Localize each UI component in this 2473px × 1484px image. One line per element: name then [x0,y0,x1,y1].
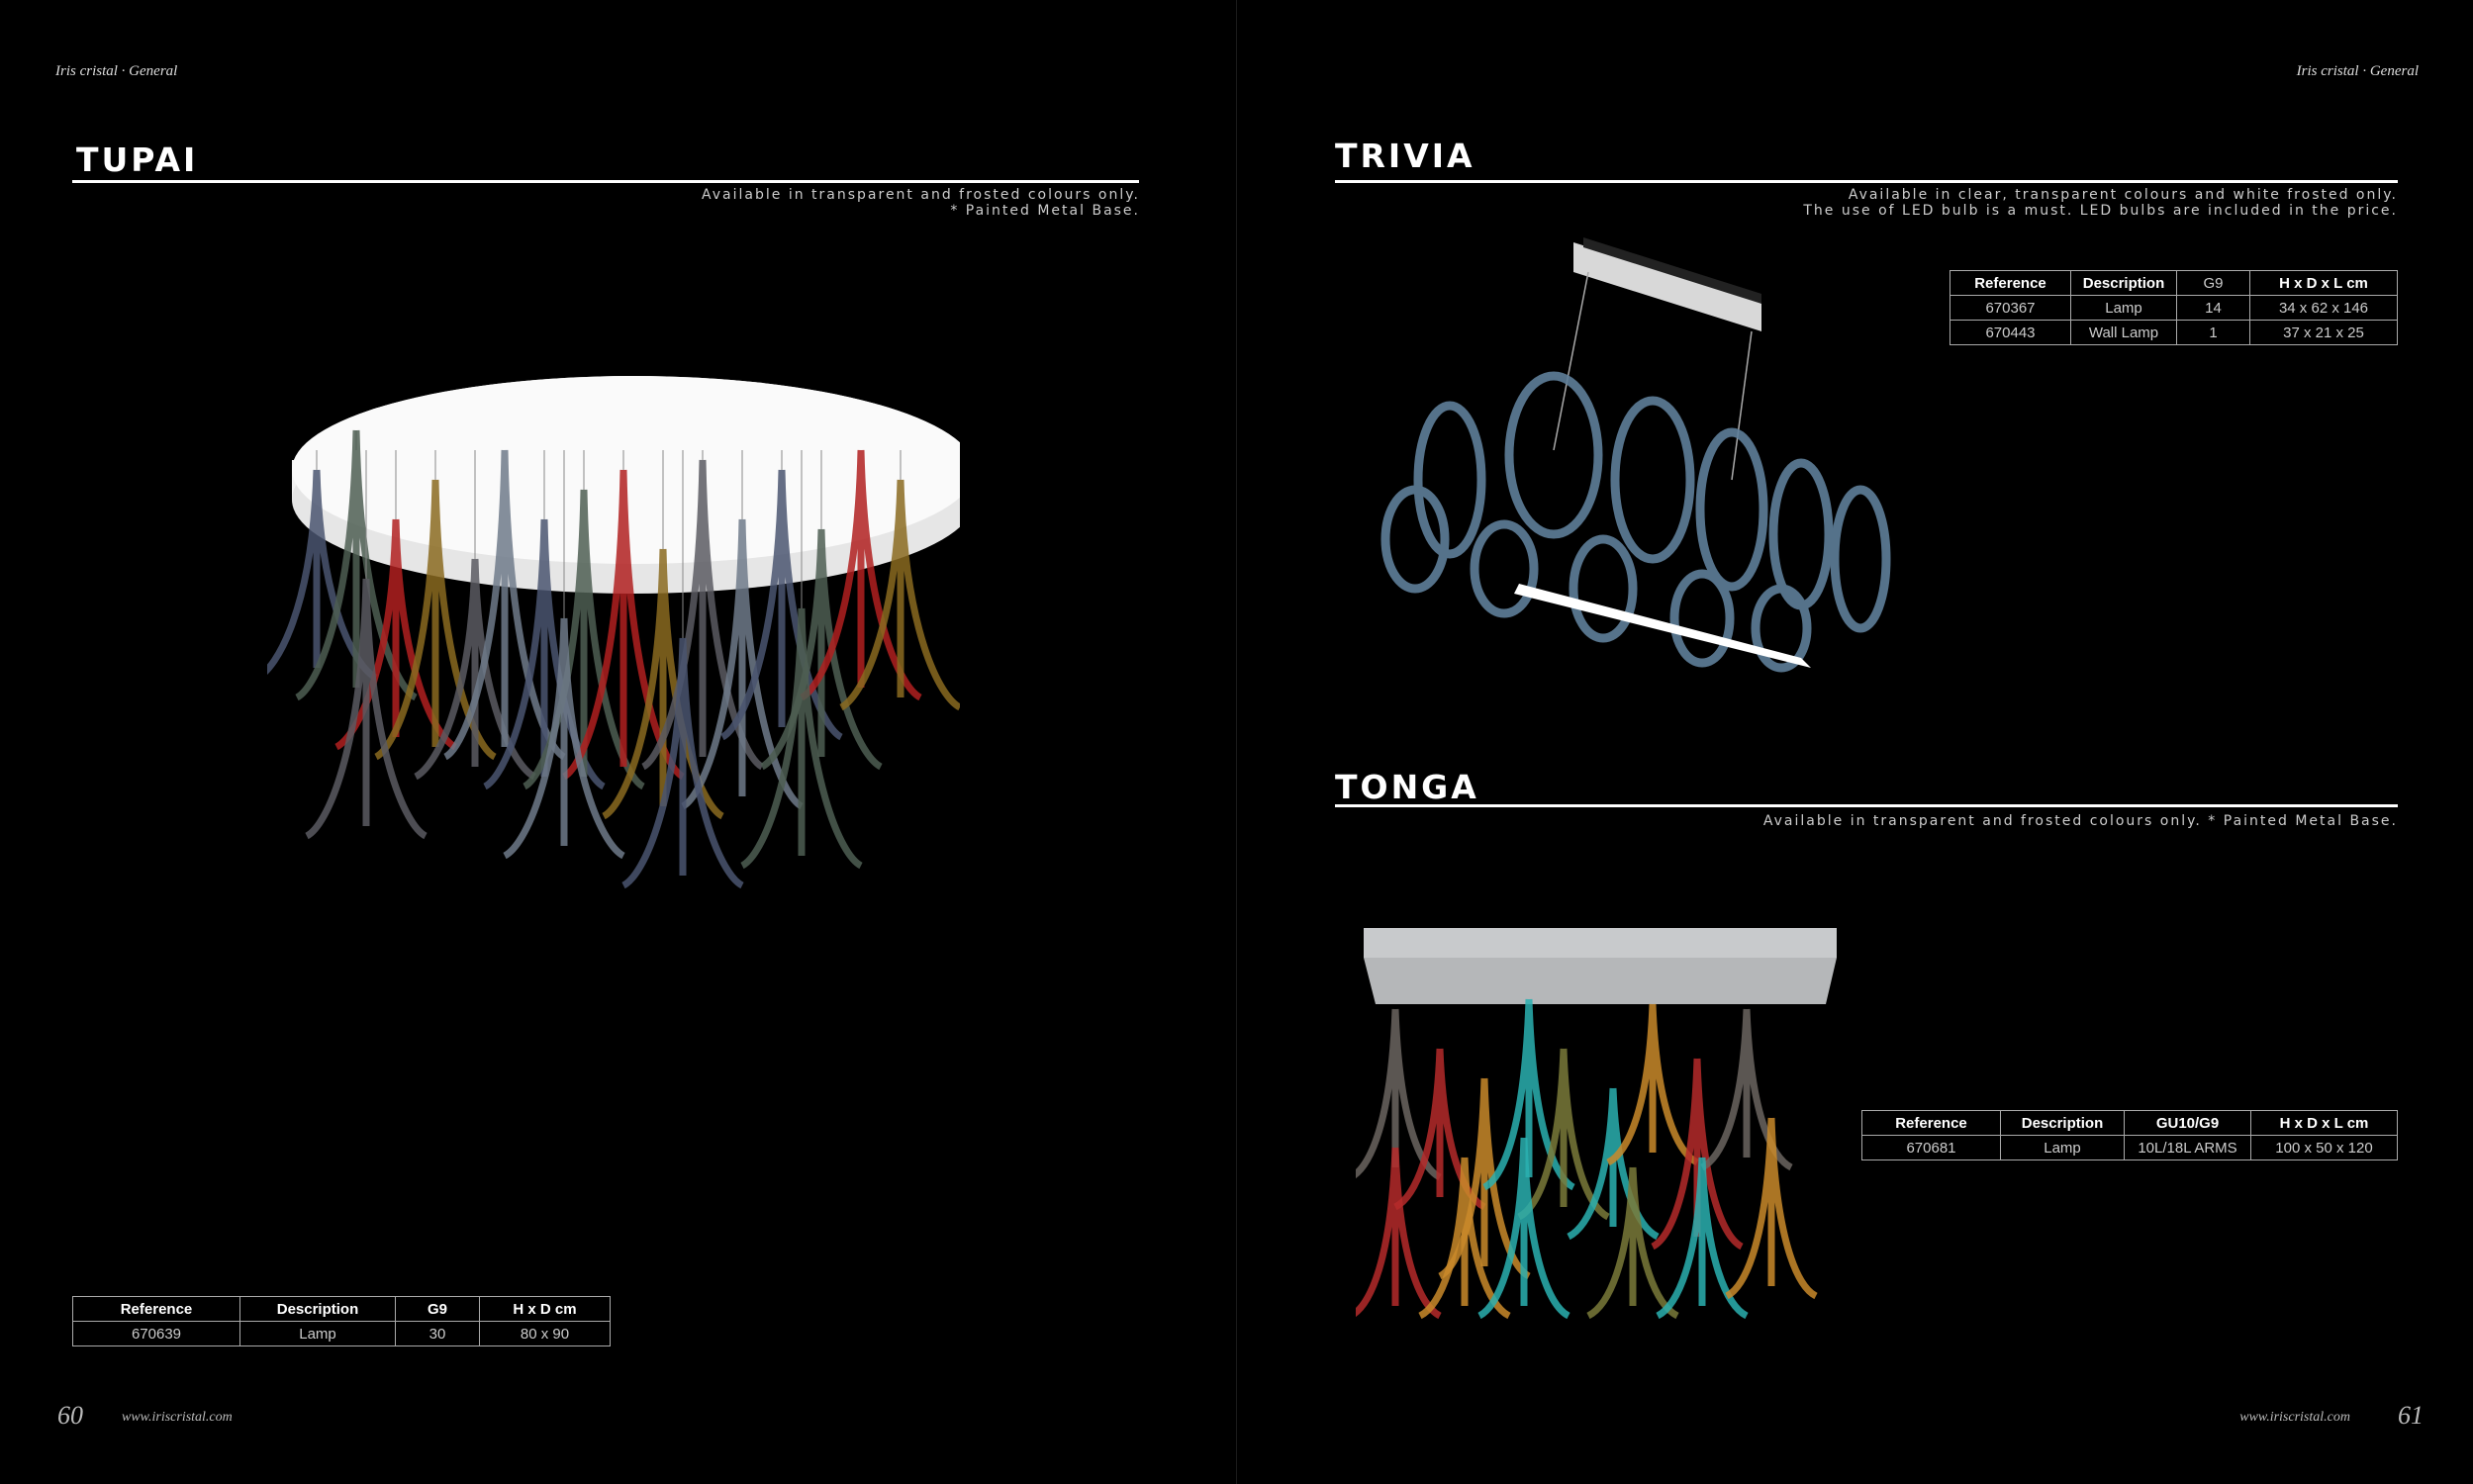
cell-dimensions: 34 x 62 x 146 [2249,295,2398,321]
glass-arm [1656,1157,1749,1320]
tupai-rule [72,180,1139,183]
running-title-right: Iris cristal · General [2296,63,2419,79]
page-number-left: 60 [57,1401,83,1430]
header-reference: Reference [1861,1110,2001,1136]
cell-reference: 670443 [1950,320,2071,345]
trivia-description: Available in clear, transparent colours … [1803,187,2398,219]
cell-description: Lamp [2070,295,2177,321]
tupai-description: Available in transparent and frosted col… [702,187,1140,219]
cell-reference: 670639 [72,1321,240,1346]
website-link-left[interactable]: www.iriscristal.com [122,1410,233,1425]
header-dimensions: H x D cm [479,1296,611,1322]
cell-socket: 10L/18L ARMS [2124,1135,2251,1160]
cell-g9: 1 [2176,320,2250,345]
tupai-desc-line: * Painted Metal Base. [950,203,1140,219]
cell-g9: 14 [2176,295,2250,321]
glass-arm [681,518,804,810]
glass-arm [1356,1008,1442,1181]
tonga-title: TONGA [1335,768,1479,806]
cell-reference: 670681 [1861,1135,2001,1160]
glass-arm [1418,1157,1511,1320]
trivia-chandelier-image [1380,237,1891,673]
glass-arm [602,548,724,820]
tupai-title: TUPAI [76,140,199,179]
header-reference: Reference [72,1296,240,1322]
cell-g9: 30 [395,1321,480,1346]
cell-description: Lamp [2000,1135,2125,1160]
glass-arm [503,617,625,860]
header-socket: GU10/G9 [2124,1110,2251,1136]
tupai-desc-line: Available in transparent and frosted col… [702,187,1140,203]
cell-dimensions: 100 x 50 x 120 [2250,1135,2398,1160]
glass-arm [1725,1117,1818,1300]
tupai-chandelier-image [267,376,960,889]
page-number-right: 61 [2398,1401,2424,1430]
trivia-rule [1335,180,2398,183]
header-g9: G9 [395,1296,480,1322]
cell-reference: 670367 [1950,295,2071,321]
header-g9: G9 [2176,270,2250,296]
trivia-desc-line: Available in clear, transparent colours … [1848,187,2398,203]
trivia-desc-line: The use of LED bulb is a must. LED bulbs… [1803,203,2398,219]
trivia-title: TRIVIA [1335,137,1475,175]
cell-dimensions: 80 x 90 [479,1321,611,1346]
cell-description: Wall Lamp [2070,320,2177,345]
tonga-rule [1335,804,2398,807]
glass-arm [740,607,863,870]
glass-arm [305,578,428,840]
glass-arm [1586,1166,1679,1320]
cell-description: Lamp [239,1321,396,1346]
header-description: Description [2070,270,2177,296]
glass-arm [1477,1137,1570,1320]
header-dimensions: H x D x L cm [2249,270,2398,296]
header-description: Description [239,1296,396,1322]
glass-arm [1356,1147,1442,1320]
glass-arm [839,479,960,711]
glass-arm [1606,1003,1699,1166]
glass-arm [1700,1008,1793,1171]
glass-arm [621,637,744,889]
glass-arm [414,558,536,781]
tonga-desc-line: Available in transparent and frosted col… [1762,813,2398,829]
tonga-description: Available in transparent and frosted col… [1763,813,2398,829]
running-title-left: Iris cristal · General [55,63,178,79]
tonga-chandelier-image [1356,928,1837,1320]
header-description: Description [2000,1110,2125,1136]
header-dimensions: H x D x L cm [2250,1110,2398,1136]
cell-dimensions: 37 x 21 x 25 [2249,320,2398,345]
website-link-right[interactable]: www.iriscristal.com [2239,1410,2350,1425]
header-reference: Reference [1950,270,2071,296]
page-gutter [1236,0,1237,1484]
